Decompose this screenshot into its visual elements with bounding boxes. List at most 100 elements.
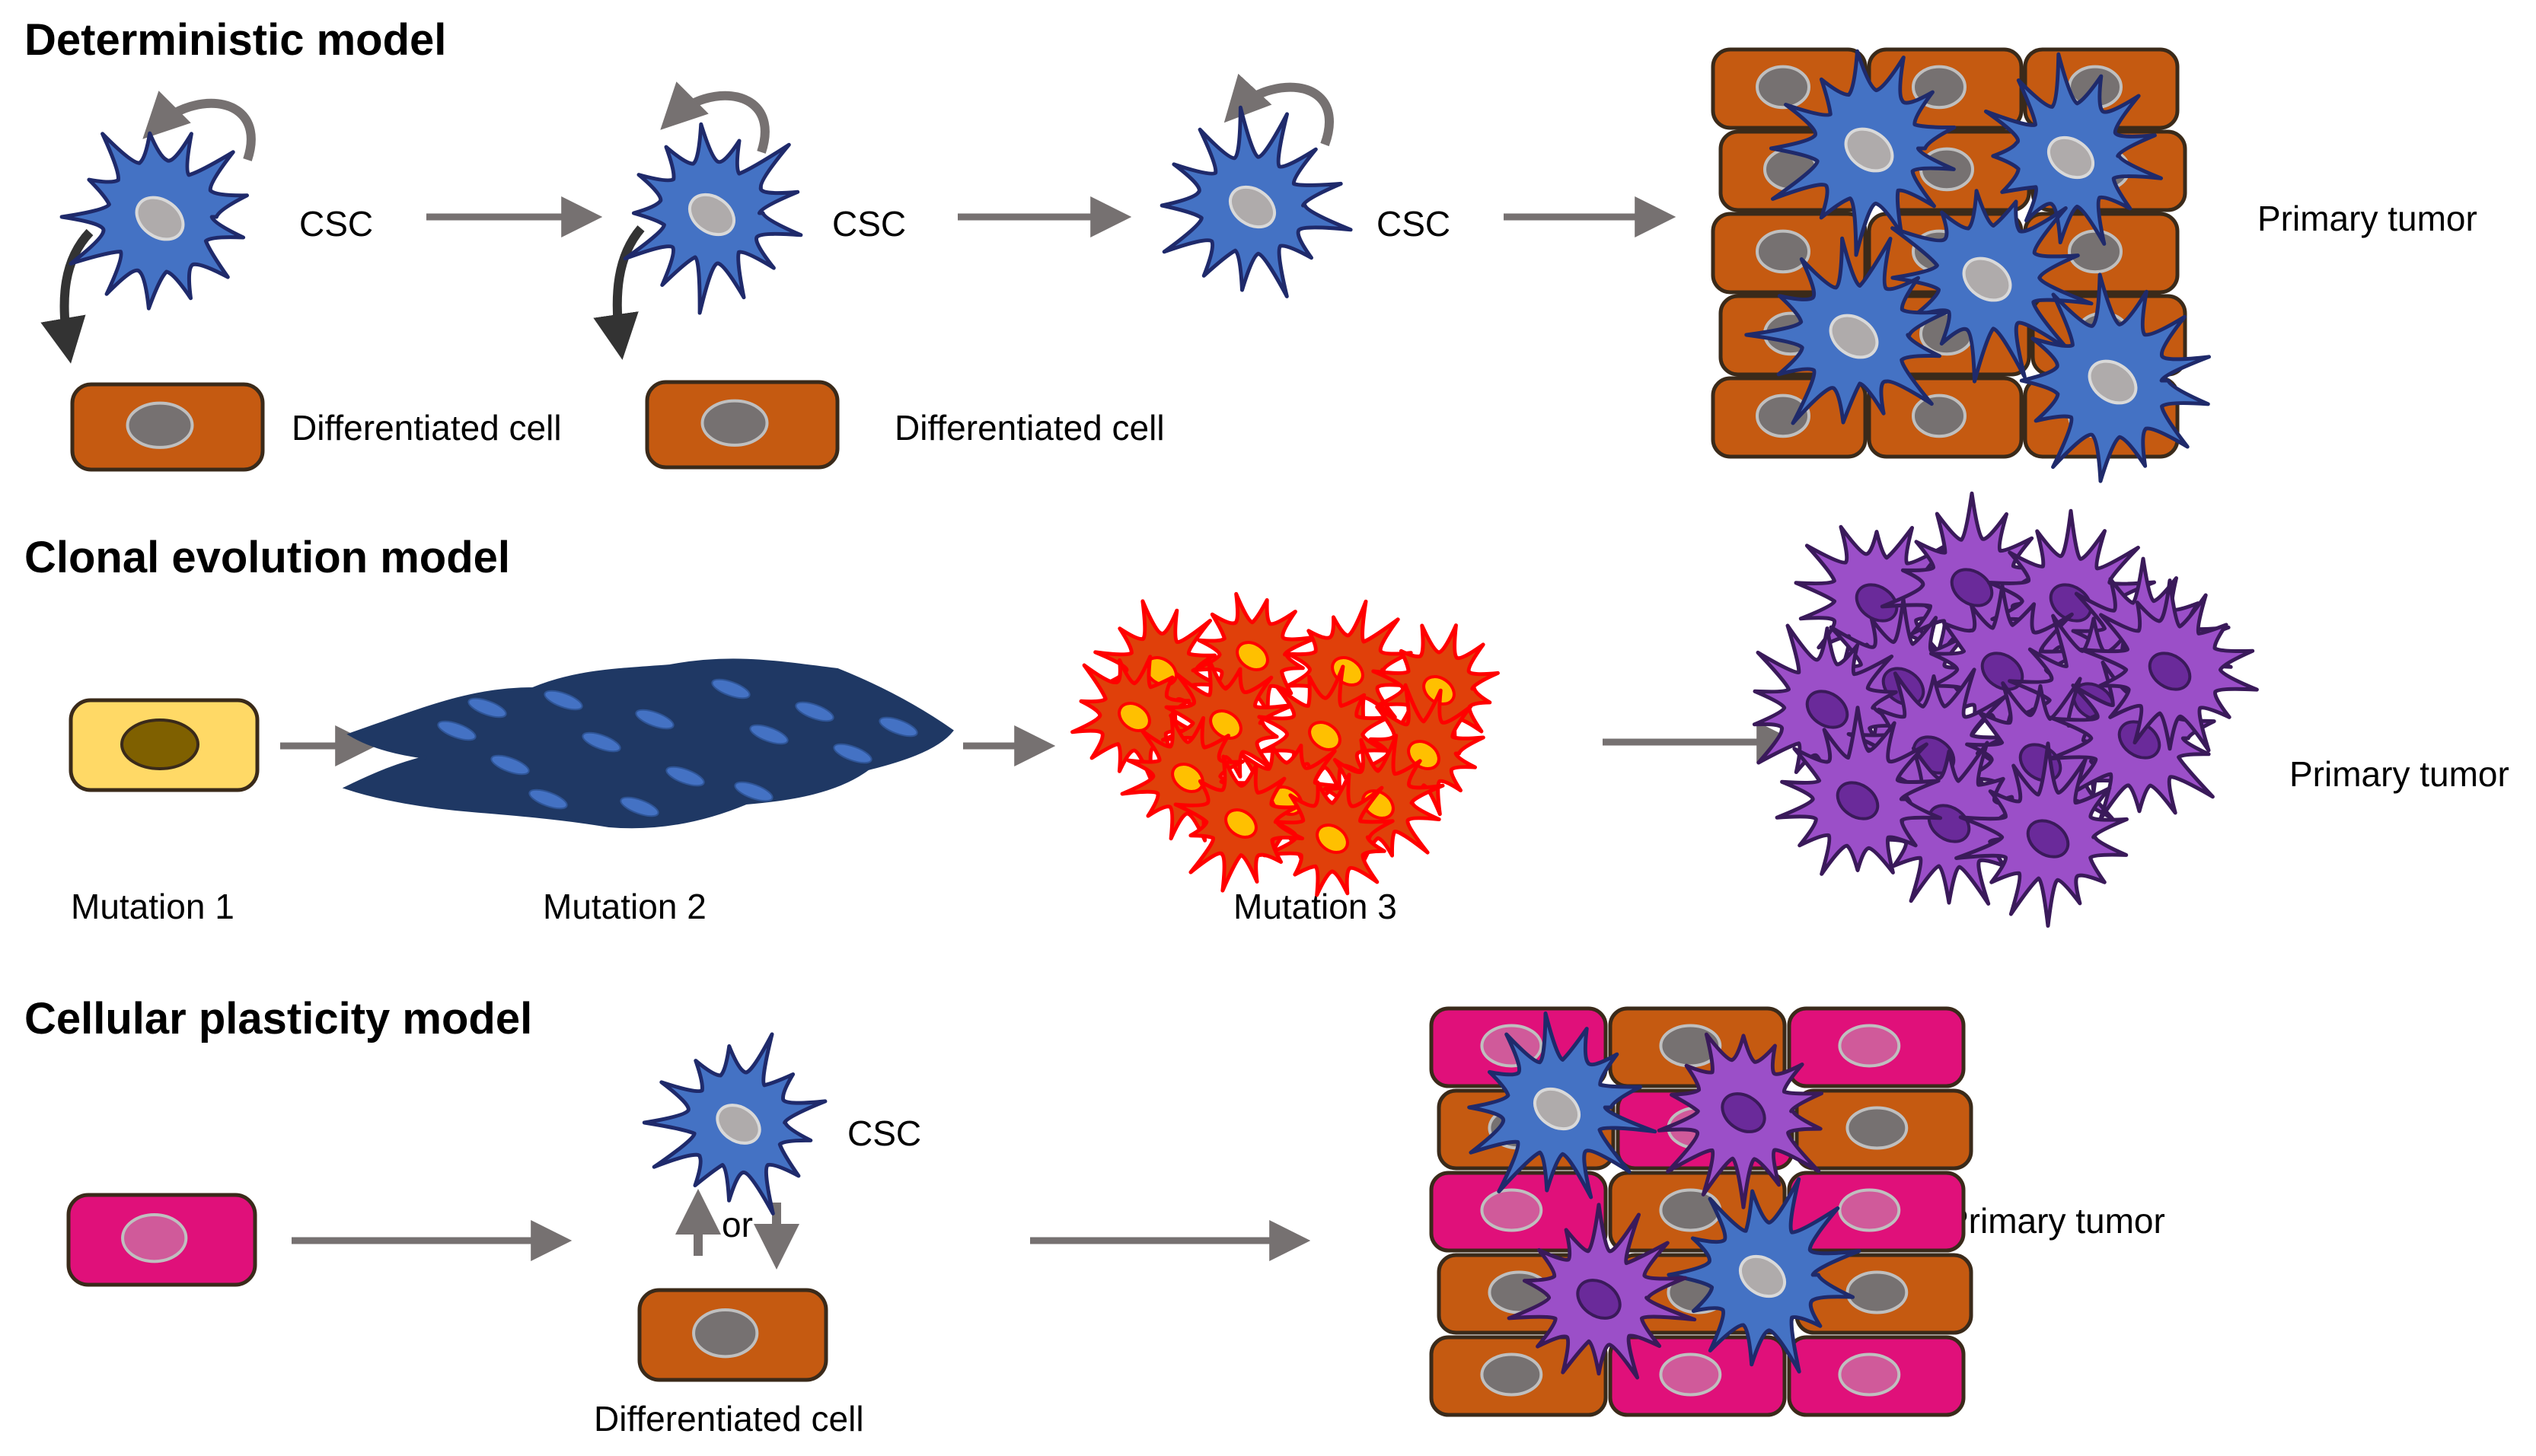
- csc-cell: [642, 1032, 828, 1215]
- tumor-purple-cell: [1657, 1032, 1823, 1209]
- mutation-2-nucleus: [582, 731, 621, 753]
- mutation-2-nucleus: [734, 781, 774, 802]
- differentiated-cell-label: Differentiated cell: [895, 408, 1165, 448]
- clonal-arrows: [280, 722, 1798, 766]
- tumor-purple-cell-nucleus: [1721, 1092, 1766, 1133]
- differentiation-arrow: [593, 225, 645, 360]
- pink-cell: [66, 1193, 257, 1287]
- plasticity-title: Cellular plasticity model: [24, 994, 532, 1043]
- mutation-3-cell-nucleus: [1224, 808, 1258, 839]
- mutation-2-nucleus: [437, 720, 477, 741]
- csc-cell-nucleus: [135, 196, 185, 241]
- tumor-csc-cell: [1467, 1011, 1657, 1200]
- tumor-csc-cell: [1744, 236, 1950, 425]
- pink-cell-nucleus: [121, 1212, 188, 1263]
- tumor-pink-cell-nucleus: [1838, 1352, 1901, 1397]
- mutation-2-label: Mutation 2: [543, 887, 707, 926]
- tumor-differentiated-cell-nucleus: [1756, 393, 1810, 438]
- differentiated-cell: [70, 382, 265, 472]
- csc-label: CSC: [847, 1114, 921, 1153]
- differentiated-cell-nucleus: [126, 401, 194, 449]
- tumor-purple-cell-nucleus: [1576, 1279, 1622, 1320]
- primary-tumor-label: Primary tumor: [2289, 754, 2509, 794]
- tumor-purple-cell-nucleus: [2148, 652, 2192, 691]
- tumor-pink-cell: [1787, 1006, 1966, 1088]
- tumor-purple-cell: [1954, 741, 2129, 928]
- tumor-differentiated-cell-nucleus: [1845, 1270, 1909, 1314]
- tumor-csc-cell: [1769, 49, 1957, 257]
- mutation-2-nucleus: [528, 789, 568, 810]
- tumor-csc-cell-nucleus: [2046, 135, 2095, 180]
- tumor-csc-cell-nucleus: [1533, 1087, 1581, 1131]
- mutation-3-cell-nucleus: [1308, 721, 1341, 751]
- tumor-pink-cell-nucleus: [1480, 1188, 1543, 1232]
- tumor-csc-cell: [1983, 52, 2163, 246]
- mutation-3-cell-nucleus: [1316, 824, 1349, 854]
- deterministic-title: Deterministic model: [24, 15, 446, 65]
- tumor-differentiated-cell-nucleus: [1845, 1106, 1909, 1150]
- tumor-pink-cell-nucleus: [1659, 1352, 1722, 1397]
- tumor-purple-cell-nucleus: [1950, 568, 1994, 607]
- self-renewal-arrow: [660, 81, 770, 154]
- mutation-1-label: Mutation 1: [71, 887, 234, 926]
- csc-label: CSC: [832, 204, 906, 244]
- mutation-2-nucleus: [467, 697, 507, 718]
- clonal-title: Clonal evolution model: [24, 533, 510, 582]
- mutation-2-cells: [342, 658, 954, 829]
- tumor-differentiated-cell-nucleus: [1912, 393, 1967, 438]
- tumor-differentiated-cell: [1711, 376, 1868, 459]
- tumor-purple-cell-nucleus: [1927, 804, 1971, 843]
- mutation-3-cell: [1371, 623, 1500, 756]
- self-renewal-arrow: [1223, 73, 1334, 147]
- tumor-differentiated-cell-nucleus: [1756, 229, 1810, 274]
- differentiated-cell: [637, 1288, 828, 1382]
- primary-tumor-label: Primary tumor: [1945, 1201, 2165, 1241]
- tumor-purple-cell: [2079, 578, 2259, 753]
- csc-cell-nucleus: [716, 1104, 761, 1145]
- mutation-2-nucleus: [544, 690, 583, 711]
- differentiated-cell-nucleus: [700, 399, 769, 447]
- mutation-3-cell-nucleus: [1118, 702, 1151, 732]
- csc-cell: [623, 122, 803, 315]
- tumor-purple-cell: [1775, 706, 1943, 876]
- self-renewal-arrow: [142, 91, 256, 161]
- tumor-differentiated-cell-nucleus: [2068, 229, 2123, 274]
- tumor-purple-cell: [1507, 1203, 1697, 1380]
- mutation-3-cell-nucleus: [1209, 709, 1242, 740]
- mutation-2-cells-body: [342, 658, 954, 829]
- primary-tumor-label: Primary tumor: [2257, 199, 2477, 238]
- tumor-differentiated-cell: [1711, 47, 1868, 130]
- tumor-purple-cell-nucleus: [1805, 690, 1849, 729]
- mutation-2-nucleus: [879, 716, 918, 738]
- tumor-differentiated-cell-nucleus: [1480, 1352, 1543, 1397]
- mutation-3-label: Mutation 3: [1233, 887, 1397, 926]
- tumor-csc-cell-nucleus: [1962, 256, 2012, 302]
- differentiated-cell-label: Differentiated cell: [594, 1399, 864, 1438]
- mutation-3-cell-nucleus: [1236, 641, 1269, 671]
- mutation-2-nucleus: [620, 796, 659, 817]
- mutation-3-cell: [1191, 591, 1322, 717]
- tumor-pink-cell: [1608, 1335, 1787, 1417]
- cells-layer: [59, 47, 2259, 1417]
- tumor-differentiated-cell: [1867, 376, 2024, 459]
- mutation-2-nucleus: [490, 754, 530, 776]
- tumor-csc-cell-nucleus: [1829, 314, 1879, 359]
- tumor-purple-cell-nucleus: [2026, 819, 2070, 859]
- csc-label: CSC: [1376, 204, 1450, 244]
- plasticity-arrows: [292, 1189, 1311, 1270]
- csc-cell: [59, 131, 249, 311]
- tumor-pink-cell: [1787, 1335, 1966, 1417]
- csc-cell-nucleus: [1228, 185, 1277, 229]
- tumor-differentiated-cell: [1794, 1088, 1973, 1171]
- mutation-3-cell: [1173, 754, 1305, 893]
- csc-cell: [1160, 105, 1353, 298]
- tumor-csc-cell: [2019, 272, 2211, 483]
- differentiation-arrow: [40, 228, 94, 364]
- tumor-purple-cell-nucleus: [1855, 583, 1899, 623]
- tumor-purple-cell-nucleus: [1836, 781, 1880, 820]
- tumor-differentiated-cell: [1429, 1335, 1608, 1417]
- tumor-pink-cell-nucleus: [1838, 1188, 1901, 1232]
- deterministic-arrows: [40, 73, 1676, 364]
